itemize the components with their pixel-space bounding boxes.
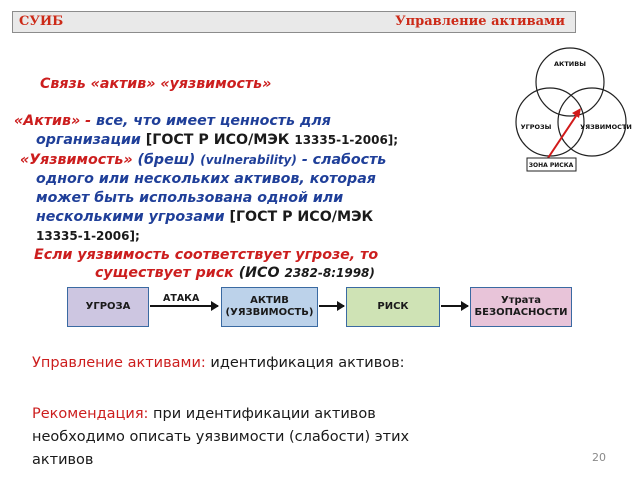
recommendation-line2: необходимо описать уязвимости (слабости)… [32, 426, 409, 449]
page-number: 20 [592, 451, 606, 464]
flow-arrow-2 [319, 301, 345, 311]
asset-def-text1: все, что имеет ценность для [91, 113, 331, 129]
management-line: Управление активами: идентификация актив… [32, 352, 405, 375]
asset-ref-a: [ГОСТ Р ИСО/МЭК [145, 132, 295, 148]
venn-zone-box [526, 157, 577, 172]
venn-circle-assets [535, 47, 605, 117]
flow-asset-line2: (УЯЗВИМОСТЬ) [225, 307, 314, 318]
vuln-line5: 13335-1-2006]; [36, 229, 140, 243]
vuln-definition-line5: 13335-1-2006]; [36, 227, 140, 246]
venn-diagram: АКТИВЫ УГРОЗЫ УЯЗВИМОСТИ ЗОНА РИСКА [515, 47, 632, 172]
recommendation-line3: активов [32, 449, 93, 472]
title-text: Связь «актив» «уязвимость» [40, 76, 272, 92]
vuln-line3: может быть использована одной или [36, 190, 344, 206]
venn-circle-threats [515, 87, 585, 157]
venn-label-threats: УГРОЗЫ [521, 123, 552, 131]
vuln-line2: одного или нескольких активов, которая [36, 171, 376, 187]
recommendation-text1: при идентификации активов [148, 406, 376, 422]
risk-rule-text2c: 2382-8:1998) [284, 266, 375, 280]
recommendation-line1: Рекомендация: при идентификации активов [32, 403, 376, 426]
vuln-line1-e: - слабость [296, 152, 387, 168]
flow-arrow-3 [441, 301, 469, 311]
asset-term: «Актив» - [14, 113, 92, 129]
flow-loss-line2: БЕЗОПАСНОСТИ [474, 307, 568, 318]
risk-rule-line1: Если уязвимость соответствует угрозе, то [34, 246, 378, 265]
header-left-title: СУИБ [19, 14, 64, 29]
flow-attack-label: АТАКА [163, 293, 200, 304]
flow-risk-label: РИСК [377, 301, 409, 312]
vuln-definition-line1: «Уязвимость» (бреш) (vulnerability) - сл… [20, 151, 386, 170]
flow-loss-line1: Утрата [501, 295, 541, 306]
risk-rule-text2a: существует риск [95, 265, 239, 281]
vuln-line1-b: (бреш [137, 152, 189, 168]
vuln-line1-c: ) [188, 152, 201, 168]
flow-threat-box: УГРОЗА [67, 287, 149, 327]
venn-label-vulns: УЯЗВИМОСТИ [580, 123, 632, 131]
venn-label-assets: АКТИВЫ [554, 60, 586, 68]
management-label: Управление активами: [32, 355, 206, 371]
venn-circle-vulns [557, 87, 627, 157]
management-text: идентификация активов: [205, 355, 405, 371]
recommendation-label: Рекомендация: [32, 406, 149, 422]
asset-def-line2: организации [36, 132, 146, 148]
flow-risk-box: РИСК [346, 287, 440, 327]
flow-asset-line1: АКТИВ [250, 295, 289, 306]
asset-definition-line1: «Актив» - все, что имеет ценность для [14, 112, 331, 131]
venn-risk-arrow-line [547, 112, 579, 159]
vuln-definition-line3: может быть использована одной или [36, 189, 343, 208]
venn-risk-arrow-head [572, 108, 581, 118]
slide-title: Связь «актив» «уязвимость» [40, 75, 271, 94]
header-right-title: Управление активами [395, 14, 565, 29]
vuln-line1-d: (vulnerability) [200, 153, 297, 167]
risk-rule-text1: Если уязвимость соответствует угрозе, то [34, 247, 379, 263]
risk-rule-text2b: (ИСО [238, 265, 285, 281]
venn-label-zone: ЗОНА РИСКА [529, 162, 574, 169]
vuln-line4-b: [ГОСТ Р ИСО/МЭК [229, 209, 374, 225]
recommendation-text2: необходимо описать уязвимости (слабости)… [32, 429, 410, 445]
vuln-definition-line4: несколькими угрозами [ГОСТ Р ИСО/МЭК [36, 208, 373, 227]
vuln-definition-line2: одного или нескольких активов, которая [36, 170, 376, 189]
recommendation-text3: активов [32, 452, 94, 468]
vuln-line4-a: несколькими угрозами [36, 209, 230, 225]
flow-threat-label: УГРОЗА [85, 301, 131, 312]
asset-ref-b: 13335-1-2006]; [294, 133, 399, 147]
flow-arrow-attack [150, 301, 219, 311]
vuln-term: «Уязвимость» [20, 152, 138, 168]
asset-definition-line2: организации [ГОСТ Р ИСО/МЭК 13335-1-2006… [36, 131, 398, 150]
flow-asset-box: АКТИВ(УЯЗВИМОСТЬ) [221, 287, 318, 327]
risk-rule-line2: существует риск (ИСО 2382-8:1998) [95, 264, 375, 283]
slide-header: СУИБ Управление активами [12, 11, 576, 33]
